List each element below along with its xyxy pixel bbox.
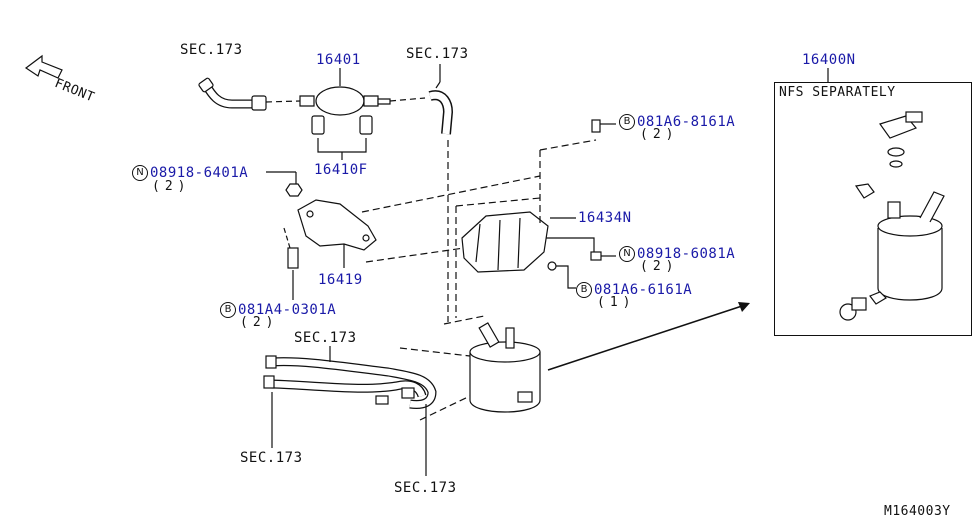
qty-bolt-b3: (2) [240,315,279,330]
part-number-bolt-b3: 081A4-0301A [238,302,337,318]
detail-box-16400n: NFS SEPARATELY [774,82,972,336]
part-number-16419: 16419 [318,272,363,288]
sec-label-bottom-left: SEC.173 [240,450,303,466]
detail-arrow [547,302,750,371]
sec-label-top-left: SEC.173 [180,42,243,58]
hose-bundle [263,346,437,476]
part-number-16434n: 16434N [578,210,632,226]
nut-symbol-n2: N [619,246,635,262]
bracket-16419 [297,175,541,268]
qty-nut-n1: (2) [152,179,191,194]
bolt-b1-graphic [591,119,616,133]
figure-id: M164003Y [884,504,951,519]
qty-bolt-b2: (1) [597,295,636,310]
bolt-symbol-b2: B [576,282,592,298]
clips-16410f [311,115,373,160]
sec-label-bottom-mid: SEC.173 [394,480,457,496]
part-number-nut-n1: 08918-6401A [150,165,249,181]
part-number-16410f: 16410F [314,162,368,178]
sec-label-top-mid: SEC.173 [406,46,469,62]
fuel-filter-16401 [265,68,426,116]
detail-canister [827,68,945,321]
nut-symbol-n1: N [132,165,148,181]
part-number-bolt-b2: 081A6-6161A [594,282,693,298]
hose-top-mid [428,64,454,322]
nut-n1-graphic [266,171,303,197]
nfs-separately-note: NFS SEPARATELY [779,85,896,100]
part-number-16401: 16401 [316,52,361,68]
bracket-16434n [455,139,597,318]
bolt-symbol-b3: B [220,302,236,318]
nut-n2-graphic [590,251,616,261]
canister-assembly [399,315,541,421]
sec-label-mid: SEC.173 [294,330,357,346]
part-number-bolt-b1: 081A6-8161A [637,114,736,130]
qty-nut-n2: (2) [640,259,679,274]
part-number-nut-n2: 08918-6081A [637,246,736,262]
hose-top-left [198,77,267,111]
bolt-b3-graphic [283,227,299,300]
part-number-16400n: 16400N [802,52,856,68]
front-arrow-icon [24,54,63,79]
bolt-symbol-b1: B [619,114,635,130]
qty-bolt-b1: (2) [640,127,679,142]
